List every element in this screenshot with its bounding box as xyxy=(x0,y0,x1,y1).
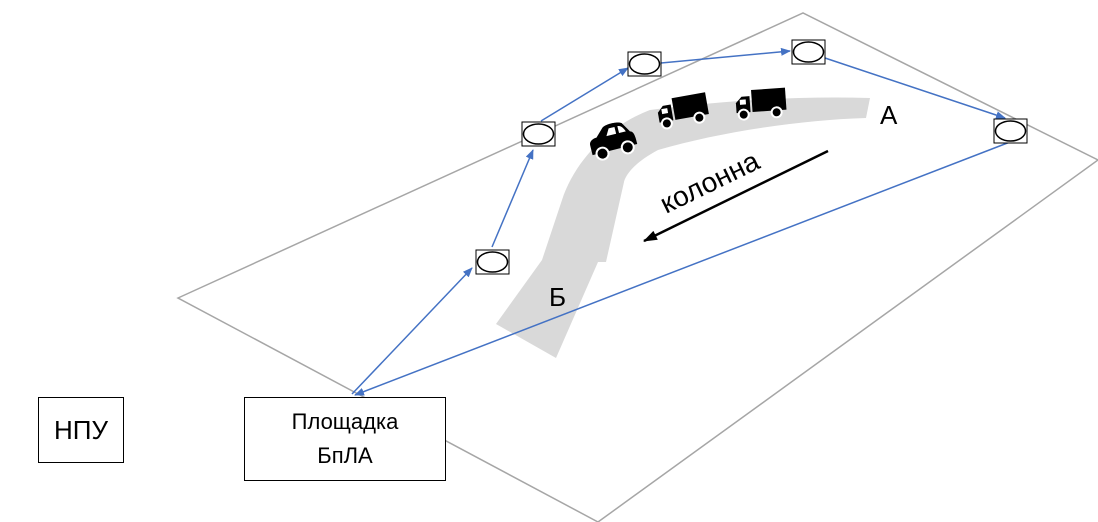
point-b-label: Б xyxy=(549,282,566,312)
road xyxy=(496,97,870,358)
route-segment xyxy=(354,141,1011,396)
npu-label: НПУ xyxy=(54,414,108,445)
waypoint-ellipse-icon xyxy=(521,121,556,147)
route-segment xyxy=(351,267,473,395)
npu-box: НПУ xyxy=(38,397,124,463)
uav-route xyxy=(351,47,1011,396)
direction-arrow xyxy=(643,149,829,243)
route-segment xyxy=(540,67,629,122)
waypoint-ellipse-icon xyxy=(791,39,826,65)
route-segment xyxy=(660,47,791,64)
terrain-area xyxy=(176,12,1098,522)
route-segment xyxy=(824,57,1006,119)
waypoint-ellipse-icon xyxy=(993,118,1028,144)
pad-label-line2: БпЛА xyxy=(317,443,373,468)
waypoint-ellipse-icon xyxy=(475,249,510,275)
waypoint-ellipse-icon xyxy=(627,51,662,77)
car-icon xyxy=(590,122,638,161)
pad-label-line1: Площадка xyxy=(291,409,399,434)
point-a-label: А xyxy=(880,100,898,130)
uav-pad-box: Площадка БпЛА xyxy=(244,397,446,481)
route-segment xyxy=(491,149,534,248)
